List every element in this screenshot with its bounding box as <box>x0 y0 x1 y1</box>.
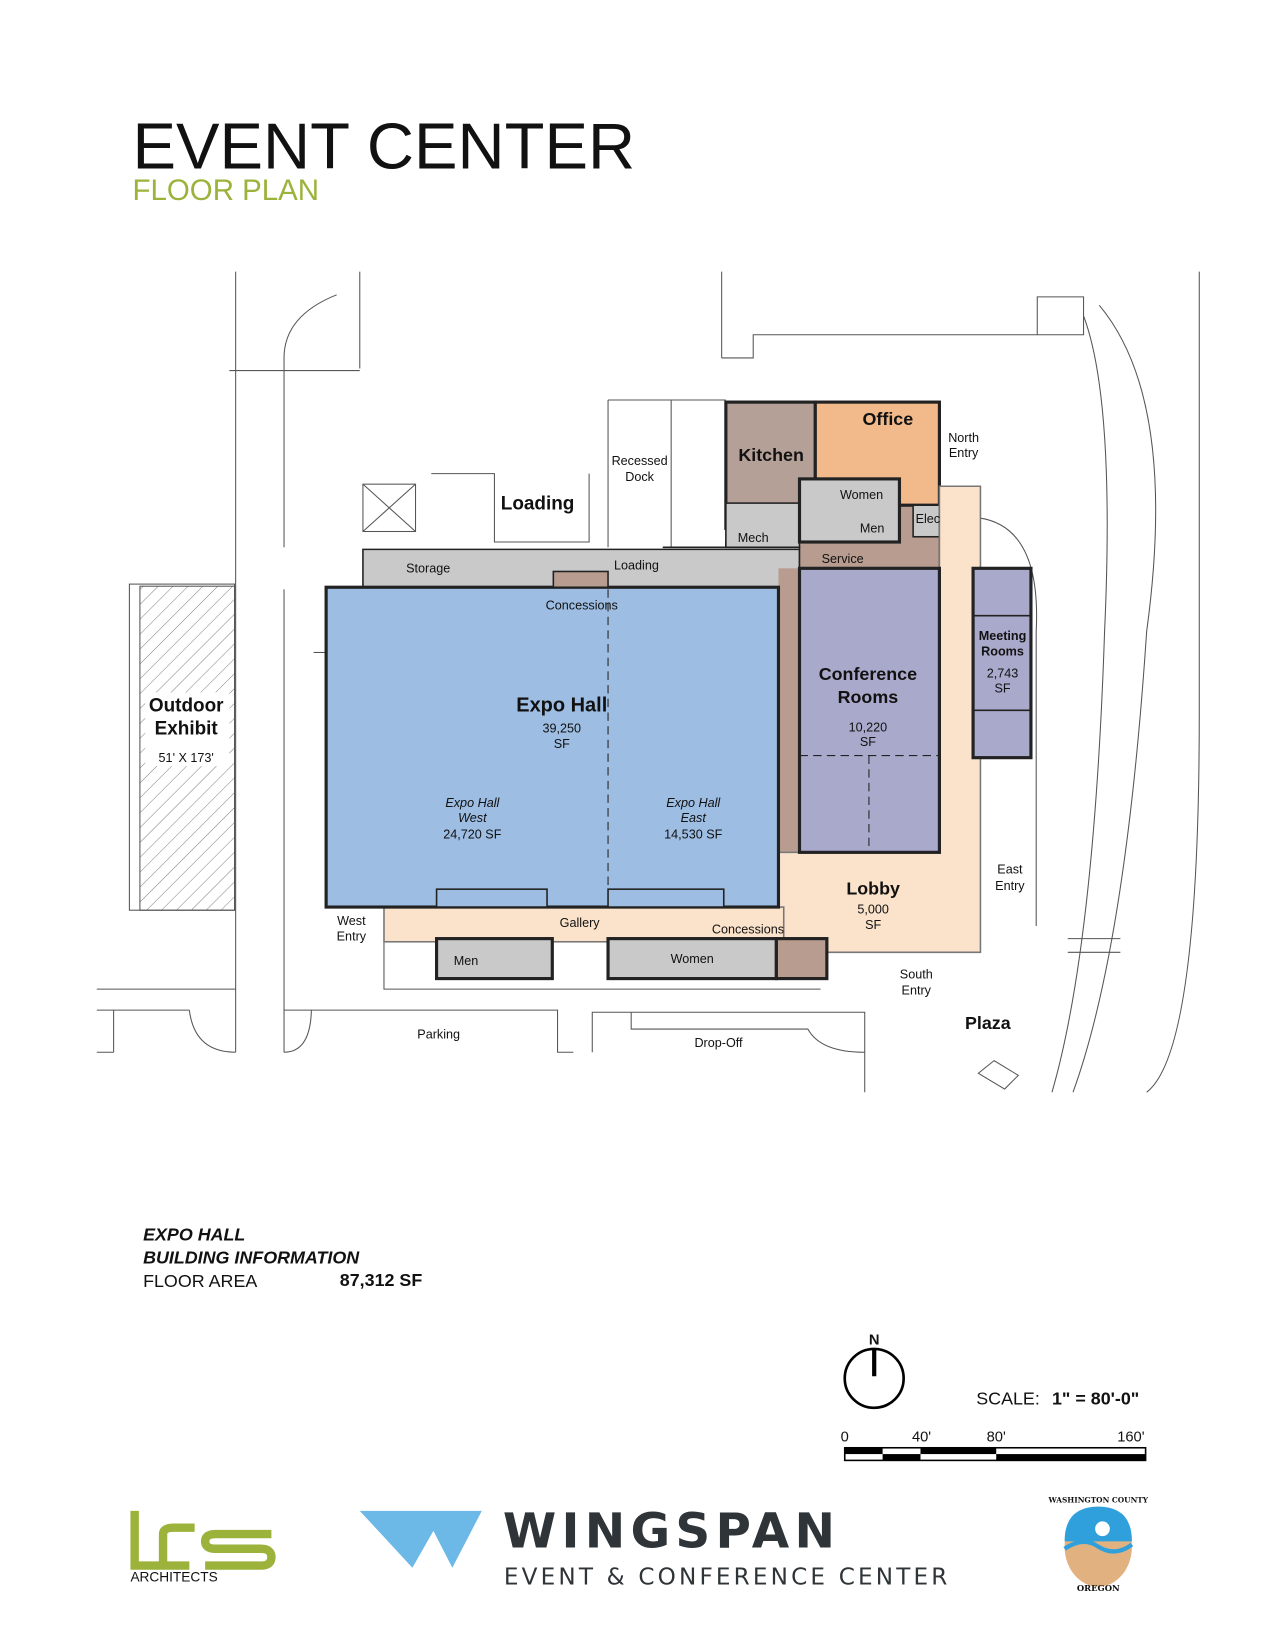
restrooms-north <box>797 477 902 544</box>
lobby-area-value: 5,000 <box>857 902 889 916</box>
meeting-label-2: Rooms <box>981 645 1024 659</box>
drop-off-label: Drop-Off <box>694 1036 743 1050</box>
east-entry-label: East <box>997 862 1023 876</box>
north-arrow: N <box>843 1333 905 1410</box>
info-line-1: EXPO HALL <box>143 1225 245 1245</box>
expo-hall-area-unit: SF <box>554 737 570 751</box>
gallery-label: Gallery <box>560 916 601 930</box>
mech-room <box>725 502 801 549</box>
recessed-dock-label-2: Dock <box>625 470 654 484</box>
scale-tick-80: 80' <box>987 1429 1006 1445</box>
conference-label-2: Rooms <box>838 687 899 707</box>
outdoor-exhibit-dims: 51' X 173' <box>159 751 214 765</box>
north-entry-label: North <box>948 431 979 445</box>
expo-hall-label: Expo Hall <box>516 694 607 716</box>
meeting-area-value: 2,743 <box>987 667 1019 681</box>
building <box>324 400 1033 981</box>
meeting-area-unit: SF <box>994 681 1010 695</box>
meeting-label: Meeting <box>979 629 1027 643</box>
page-title: EVENT CENTER <box>133 110 636 183</box>
building-info: EXPO HALL BUILDING INFORMATION FLOOR ARE… <box>143 1225 422 1291</box>
south-entry-label-2: Entry <box>902 983 932 997</box>
seal-bottom-text: OREGON <box>1077 1583 1120 1593</box>
west-entry-label: West <box>337 914 366 928</box>
north-label: N <box>869 1333 880 1349</box>
parking-label: Parking <box>417 1028 460 1042</box>
outdoor-exhibit-label-2: Exhibit <box>155 719 219 740</box>
expo-west-label: Expo Hall <box>445 796 500 810</box>
wingspan-title: WINGSPAN <box>503 1504 840 1560</box>
conference-area <box>797 566 941 854</box>
north-entry-label-2: Entry <box>949 446 979 460</box>
wingspan-w-icon <box>359 1510 482 1568</box>
info-line-2: BUILDING INFORMATION <box>143 1248 360 1268</box>
conference-label: Conference <box>819 664 917 684</box>
east-entry-label-2: Entry <box>995 879 1025 893</box>
expo-east-area: 14,530 SF <box>664 828 722 842</box>
scale-label: SCALE: <box>976 1389 1040 1409</box>
west-entry-label-2: Entry <box>337 930 367 944</box>
women-south-label: Women <box>671 952 714 966</box>
floor-area-value: 87,312 SF <box>340 1270 423 1290</box>
lobby-area-unit: SF <box>865 918 881 932</box>
loading-small-label: Loading <box>614 558 659 572</box>
outdoor-exhibit: Outdoor Exhibit 51' X 173' <box>128 583 236 911</box>
site-lines <box>96 271 1200 1093</box>
office-label: Office <box>863 409 914 429</box>
lrs-architects-logo: ARCHITECTS <box>130 1510 276 1584</box>
gallery-area <box>383 906 785 943</box>
storage-label: Storage <box>406 562 450 576</box>
expo-hall-area-value: 39,250 <box>542 721 581 735</box>
wingspan-subtitle: EVENT & CONFERENCE CENTER <box>504 1565 951 1591</box>
lrs-architects-text: ARCHITECTS <box>130 1569 217 1584</box>
scale-bar: SCALE: 1" = 80'-0" 0 40' 80' 160' <box>841 1389 1147 1462</box>
seal-top-text: WASHINGTON COUNTY <box>1047 1495 1148 1504</box>
concessions-bottom-label: Concessions <box>712 922 784 936</box>
page-subtitle: FLOOR PLAN <box>133 174 319 207</box>
outdoor-exhibit-label: Outdoor <box>149 695 224 716</box>
scale-tick-160: 160' <box>1117 1429 1145 1445</box>
expo-east-label-2: East <box>681 811 707 825</box>
expo-west-label-2: West <box>458 811 487 825</box>
scale-value: 1" = 80'-0" <box>1052 1389 1139 1409</box>
meeting-rooms-area <box>971 566 1033 760</box>
restrooms-women-south <box>606 937 778 981</box>
concessions-top-label: Concessions <box>546 598 618 612</box>
men-label: Men <box>860 522 885 536</box>
expo-west-area: 24,720 SF <box>443 828 501 842</box>
east-corridor <box>778 568 800 863</box>
kitchen-label: Kitchen <box>738 445 804 465</box>
scale-tick-0: 0 <box>841 1429 849 1445</box>
restrooms-men-south <box>434 937 554 981</box>
loading-label: Loading <box>501 493 575 514</box>
lobby-label: Lobby <box>846 878 900 898</box>
expo-hall-area <box>324 585 781 909</box>
wingspan-logo: WINGSPAN EVENT & CONFERENCE CENTER <box>359 1504 951 1591</box>
men-south-label: Men <box>454 954 479 968</box>
room-labels: Expo Hall 39,250 SF Expo Hall West 24,72… <box>337 409 1027 1050</box>
elec-label: Elec <box>916 512 941 526</box>
floor-area-label: FLOOR AREA <box>143 1271 257 1291</box>
conference-area-value: 10,220 <box>849 720 888 734</box>
mech-label: Mech <box>738 531 769 545</box>
conference-area-unit: SF <box>860 735 876 749</box>
expo-east-label: Expo Hall <box>666 796 721 810</box>
plaza-label: Plaza <box>965 1013 1012 1033</box>
scale-tick-40: 40' <box>912 1429 931 1445</box>
south-entry-label: South <box>900 968 933 982</box>
washington-county-seal: WASHINGTON COUNTY OREGON <box>1047 1495 1148 1592</box>
women-label: Women <box>840 488 883 502</box>
recessed-dock-label: Recessed <box>612 454 668 468</box>
service-label: Service <box>822 552 864 566</box>
